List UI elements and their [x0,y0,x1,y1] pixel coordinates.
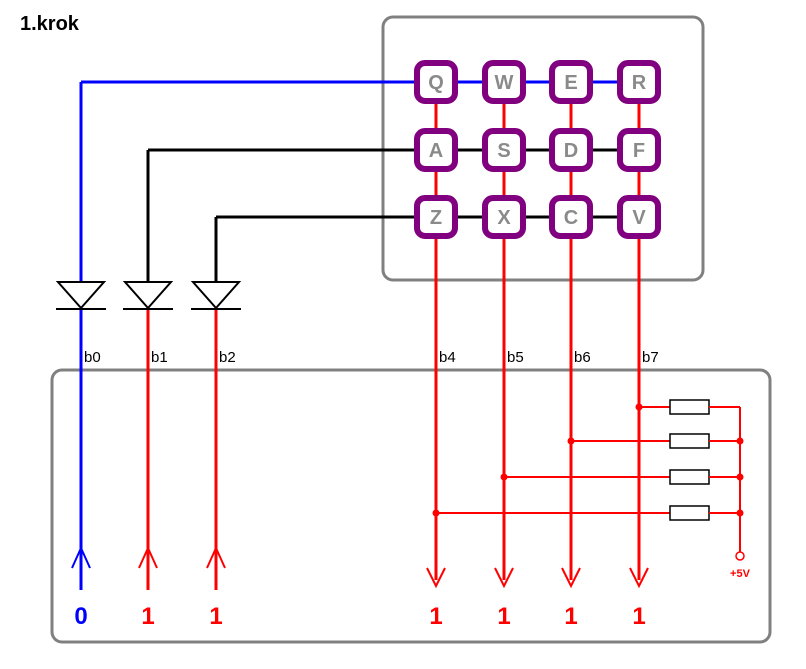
output-label-b5: b5 [507,349,524,366]
key-cap [617,128,661,172]
key-label: X [497,207,511,229]
key-cap [617,195,661,239]
key-cap [482,60,526,104]
up-arrow-b2 [206,545,226,569]
diode-icon [122,281,174,310]
down-arrow-b5 [494,567,514,589]
key-cap [482,128,526,172]
page-title: 1.krok [20,13,79,35]
key-e: E [549,60,593,104]
key-label: E [564,72,577,94]
key-d: D [549,128,593,172]
input-value-b0: 0 [74,603,87,630]
output-label-b4: b4 [439,349,456,366]
key-label: Z [430,207,442,229]
key-c: C [549,195,593,239]
resistor-icon [669,505,710,521]
keys: Q W E R A S D F Z X C V [414,60,661,239]
input-label-b1: b1 [151,349,168,366]
resistor-icon [669,469,710,485]
key-label: W [495,72,514,94]
junction-dot [432,509,440,517]
pullup-resistors: +5V [432,399,751,580]
diode-icon [190,281,242,310]
down-arrow-b4 [426,567,446,589]
down-arrow-b7 [629,567,649,589]
output-value-b6: 1 [564,603,577,630]
key-cap [549,195,593,239]
key-label: A [429,140,443,162]
resistor-icon [669,433,710,449]
key-w: W [482,60,526,104]
key-label: R [632,72,647,94]
key-label: D [564,140,578,162]
down-arrow-b6 [561,567,581,589]
key-x: X [482,195,526,239]
key-label: Q [428,72,444,94]
junction-dot [635,403,643,411]
controller-frame [50,368,772,644]
output-label-b6: b6 [574,349,591,366]
key-label: F [633,140,645,162]
output-label-b7: b7 [642,349,659,366]
input-value-b1: 1 [141,603,154,630]
key-cap [482,195,526,239]
key-cap [414,60,458,104]
key-cap [414,128,458,172]
key-label: S [497,140,510,162]
output-value-b5: 1 [497,603,510,630]
input-value-b2: 1 [209,603,222,630]
key-a: A [414,128,458,172]
up-arrow-b0 [71,545,91,569]
key-cap [549,60,593,104]
supply-terminal [735,551,745,561]
key-r: R [617,60,661,104]
input-label-b0: b0 [84,349,101,366]
up-arrow-b1 [138,545,158,569]
diode-icon [55,281,107,310]
output-value-b4: 1 [429,603,442,630]
key-cap [617,60,661,104]
resistor-icon [669,399,710,415]
diodes [55,281,242,310]
junction-dot [500,473,508,481]
key-v: V [617,195,661,239]
bit-labels: b0 0 b1 1 b2 1 b4 1 b5 1 b6 1 b7 1 [74,349,658,630]
column-wires [426,82,649,589]
key-q: Q [414,60,458,104]
key-label: C [564,207,578,229]
key-z: Z [414,195,458,239]
key-s: S [482,128,526,172]
key-f: F [617,128,661,172]
key-label: V [632,207,646,229]
output-value-b7: 1 [632,603,645,630]
key-cap [549,128,593,172]
input-label-b2: b2 [219,349,236,366]
junction-dot [567,437,575,445]
key-cap [414,195,458,239]
supply-label: +5V [730,568,751,580]
